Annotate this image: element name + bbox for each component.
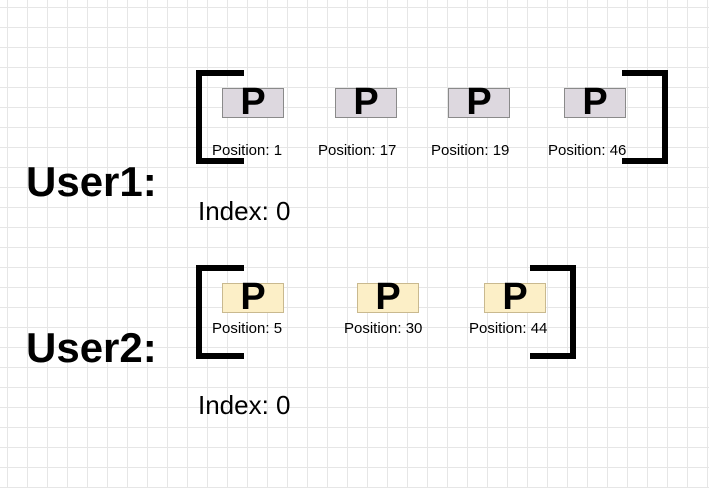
user1-item-3-box: P	[448, 81, 510, 123]
p-letter: P	[240, 81, 266, 123]
p-letter: P	[582, 81, 608, 123]
user2-item-3-box: P	[484, 276, 546, 318]
user1-left-bracket	[196, 70, 244, 164]
user2-item-3-position: Position: 44	[469, 320, 548, 337]
user1-index: Index: 0	[198, 196, 291, 226]
user2-item-2-box: P	[357, 276, 419, 318]
user1-item-4-position: Position: 46	[548, 142, 627, 159]
user1-right-bracket	[622, 70, 668, 164]
user2-index: Index: 0	[198, 390, 291, 420]
user1-item-2-box: P	[335, 81, 397, 123]
p-letter: P	[353, 81, 379, 123]
user1-item-2-position: Position: 17	[318, 142, 397, 159]
p-letter: P	[502, 276, 528, 318]
p-letter: P	[375, 276, 401, 318]
user1-item-3-position: Position: 19	[431, 142, 510, 159]
user2-left-bracket	[196, 265, 244, 359]
user1-item-1-box: P	[222, 81, 284, 123]
user1-item-1-position: Position: 1	[212, 142, 283, 159]
user2-item-1-box: P	[222, 276, 284, 318]
user2-item-2-position: Position: 30	[344, 320, 423, 337]
user2-right-bracket	[530, 265, 576, 359]
p-letter: P	[466, 81, 492, 123]
p-letter: P	[240, 276, 266, 318]
user1-item-4-box: P	[564, 81, 626, 123]
user1-label: User1:	[26, 158, 157, 205]
user2-label: User2:	[26, 324, 157, 371]
user2-item-1-position: Position: 5	[212, 320, 283, 337]
